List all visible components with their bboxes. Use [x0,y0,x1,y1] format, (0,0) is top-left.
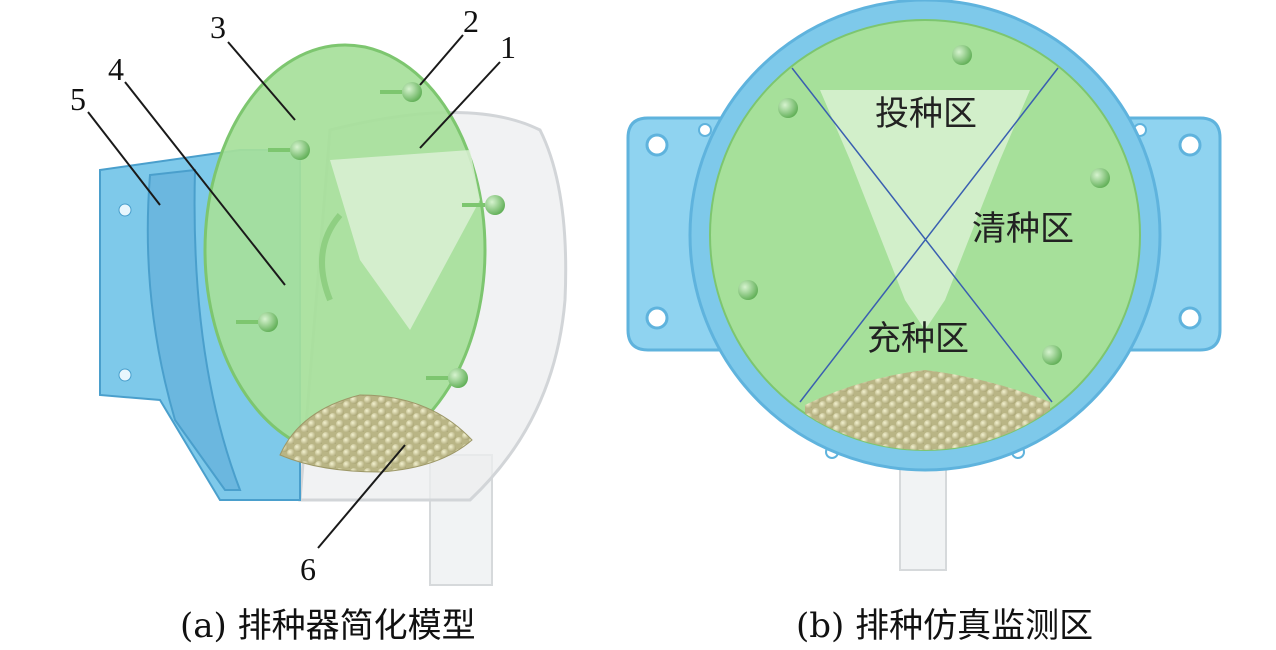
knob-icon [1090,168,1110,188]
mount-hole-icon [645,306,669,330]
panel-a-simplified-model: 1 2 3 4 5 6 [70,3,568,587]
knob-icon [485,195,505,215]
callout-3: 3 [210,9,226,45]
callout-5: 5 [70,81,86,117]
callout-4: 4 [108,51,124,87]
knob-icon [402,82,422,102]
leader-line-3 [227,41,296,121]
panel-b-monitoring-zones: 投种区 清种区 充种区 [626,0,1222,571]
knob-icon [1042,345,1062,365]
zone-divider [799,67,1059,403]
pickup-knobs [236,82,505,388]
small-hole-icon [698,123,712,137]
pickup-knobs [738,45,1110,365]
knob-icon [738,280,758,300]
housing-rim [146,168,242,491]
knob-icon [448,368,468,388]
seed-pile [279,394,473,473]
knob-icon [258,312,278,332]
mount-hole-icon [118,203,132,217]
seed-guard [330,150,480,330]
leader-line-4 [124,81,286,286]
zone-label-drop: 投种区 [875,94,977,134]
mount-hole-icon [645,133,669,157]
callout-1: 1 [500,29,516,65]
callout-6: 6 [300,551,316,587]
zone-divider [791,67,1053,403]
leader-line-1 [419,61,501,149]
zone-label-clean: 清种区 [972,209,1074,249]
seed-guard [820,90,1030,330]
disc-hub [319,213,343,302]
leader-line-6 [317,444,406,549]
caption-panel-b: (b) 排种仿真监测区 [796,606,1094,646]
mount-hole-icon [1178,306,1202,330]
mount-hole-icon [118,368,132,382]
knob-icon [290,140,310,160]
caption-panel-a: (a) 排种器简化模型 [180,606,476,646]
callout-2: 2 [463,3,479,39]
zone-label-fill: 充种区 [867,319,969,359]
mount-hole-icon [1178,133,1202,157]
leader-line-5 [87,111,161,206]
leader-line-2 [419,34,464,86]
knob-icon [952,45,972,65]
knob-icon [778,98,798,118]
